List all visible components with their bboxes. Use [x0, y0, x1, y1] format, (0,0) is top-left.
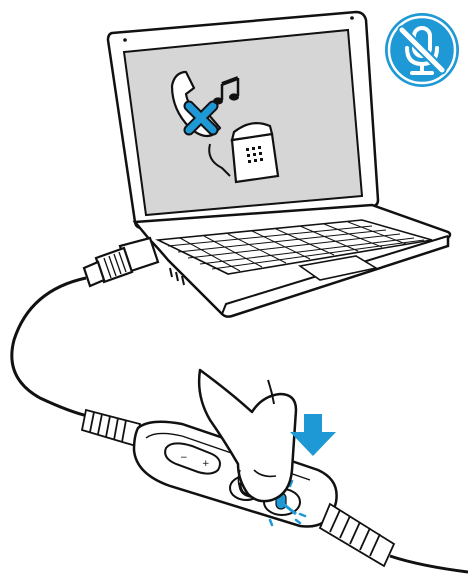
usb-cable: [12, 278, 88, 416]
volume-up-icon: +: [202, 459, 210, 469]
volume-down-icon: −: [180, 453, 188, 463]
laptop: [108, 12, 450, 317]
cable-strain-relief-right: [320, 504, 394, 566]
headset-cable: [390, 556, 468, 572]
cable-strain-relief-left: [82, 410, 140, 446]
usb-plug: [84, 238, 158, 286]
press-down-arrow-icon: [290, 414, 336, 456]
